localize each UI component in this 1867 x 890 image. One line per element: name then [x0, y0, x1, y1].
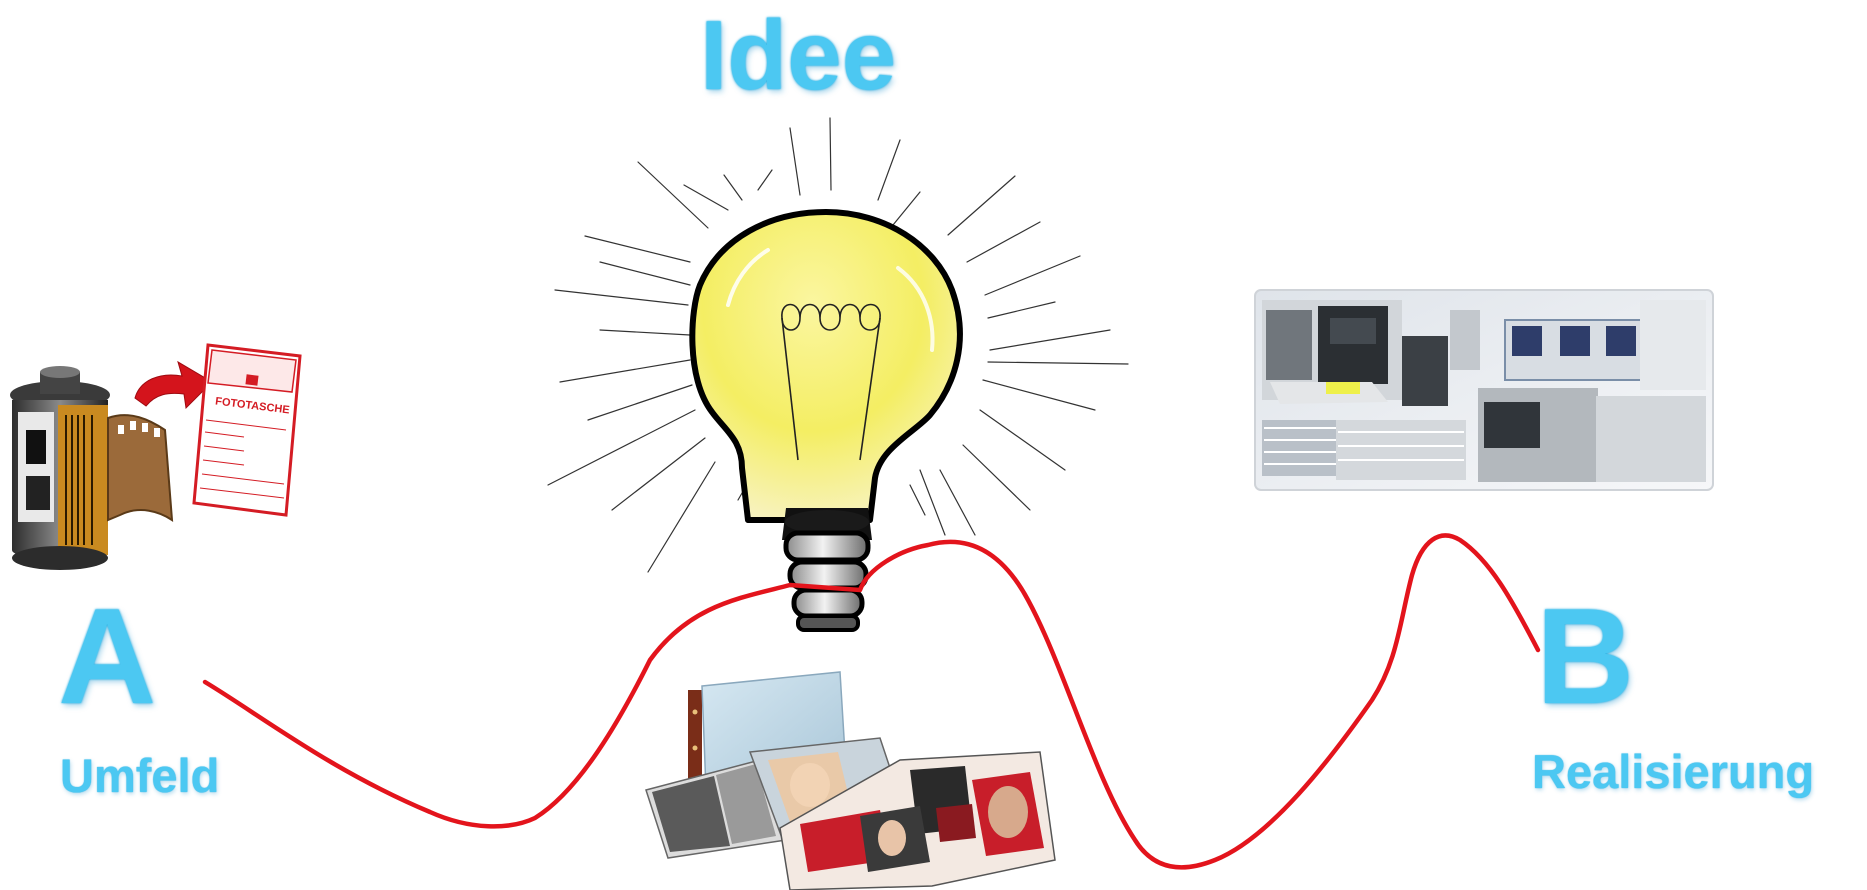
print-factory-photo: [1254, 289, 1714, 491]
photo-albums-icon: [645, 671, 1056, 890]
end-point-letter: B: [1536, 580, 1635, 732]
start-point-letter: A: [58, 580, 157, 732]
film-canister-icon: [10, 366, 174, 570]
start-point-label: Umfeld: [60, 749, 220, 802]
end-point-label: Realisierung: [1532, 745, 1815, 798]
photo-pocket-icon: [192, 343, 302, 517]
light-rays: [547, 117, 1129, 573]
lightbulb-icon: [689, 209, 963, 632]
red-curved-arrow-icon: [134, 360, 213, 410]
diagram-title: Idee: [700, 0, 897, 110]
red-path-line: [202, 533, 1541, 870]
